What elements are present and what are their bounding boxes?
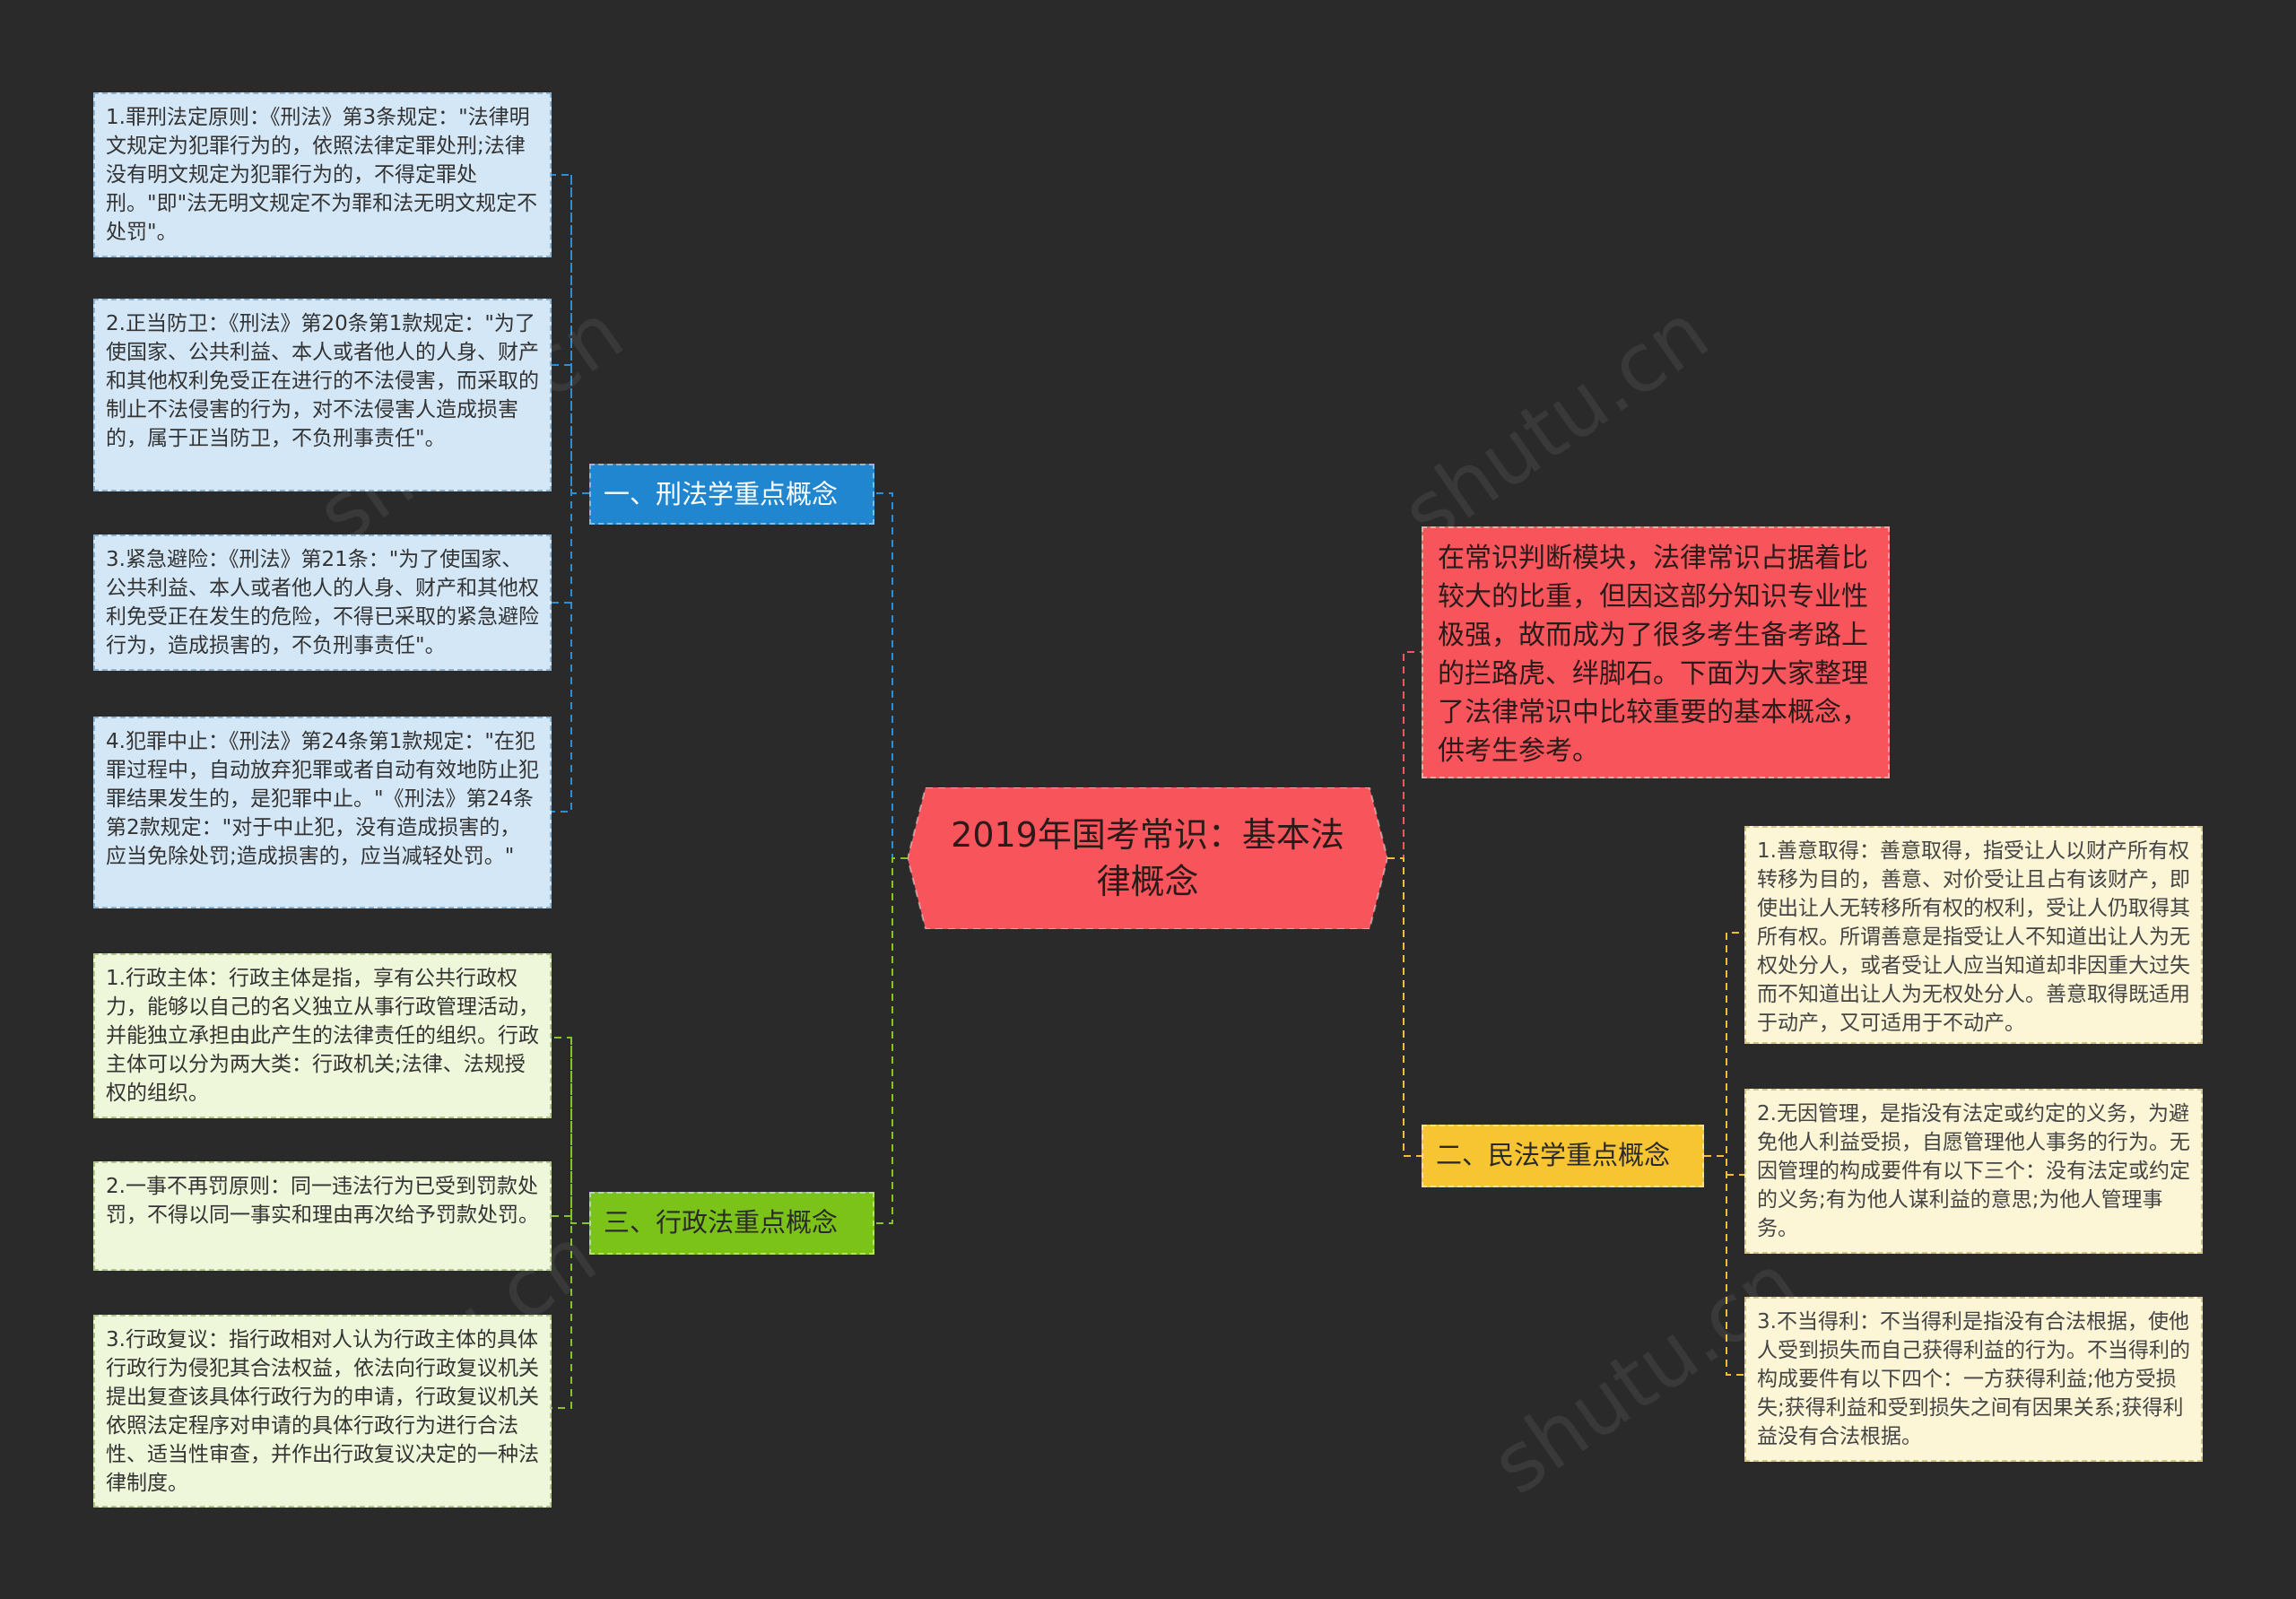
- leaf-criminal-1[interactable]: 1.罪刑法定原则：《刑法》第3条规定："法律明文规定为犯罪行为的，依照法律定罪处…: [93, 92, 552, 257]
- leaf-civil-2[interactable]: 2.无因管理，是指没有法定或约定的义务，为避免他人利益受损，自愿管理他人事务的行…: [1744, 1089, 2203, 1254]
- leaf-civil-3[interactable]: 3.不当得利：不当得利是指没有合法根据，使他人受到损失而自己获得利益的行为。不当…: [1744, 1297, 2203, 1462]
- leaf-criminal-3[interactable]: 3.紧急避险：《刑法》第21条："为了使国家、公共利益、本人或者他人的人身、财产…: [93, 534, 552, 671]
- leaf-administrative-2[interactable]: 2.一事不再罚原则：同一违法行为已受到罚款处罚，不得以同一事实和理由再次给予罚款…: [93, 1161, 552, 1271]
- branch-civil-law[interactable]: 二、民法学重点概念: [1422, 1125, 1704, 1187]
- center-node-shape: [908, 787, 1387, 929]
- branch-administrative-law[interactable]: 三、行政法重点概念: [589, 1192, 874, 1255]
- branch-criminal-law[interactable]: 一、刑法学重点概念: [589, 464, 874, 525]
- leaf-civil-1[interactable]: 1.善意取得：善意取得，指受让人以财产所有权转移为目的，善意、对价受让且占有该财…: [1744, 826, 2203, 1044]
- leaf-criminal-2[interactable]: 2.正当防卫：《刑法》第20条第1款规定："为了使国家、公共利益、本人或者他人的…: [93, 299, 552, 491]
- intro-node[interactable]: 在常识判断模块，法律常识占据着比较大的比重，但因这部分知识专业性极强，故而成为了…: [1422, 526, 1890, 778]
- leaf-administrative-3[interactable]: 3.行政复议：指行政相对人认为行政主体的具体行政行为侵犯其合法权益，依法向行政复…: [93, 1315, 552, 1508]
- leaf-criminal-4[interactable]: 4.犯罪中止：《刑法》第24条第1款规定："在犯罪过程中，自动放弃犯罪或者自动有…: [93, 717, 552, 908]
- center-node[interactable]: 2019年国考常识：基本法 律概念: [908, 787, 1387, 929]
- center-title: 2019年国考常识：基本法 律概念: [951, 815, 1344, 901]
- leaf-administrative-1[interactable]: 1.行政主体：行政主体是指，享有公共行政权力，能够以自己的名义独立从事行政管理活…: [93, 953, 552, 1118]
